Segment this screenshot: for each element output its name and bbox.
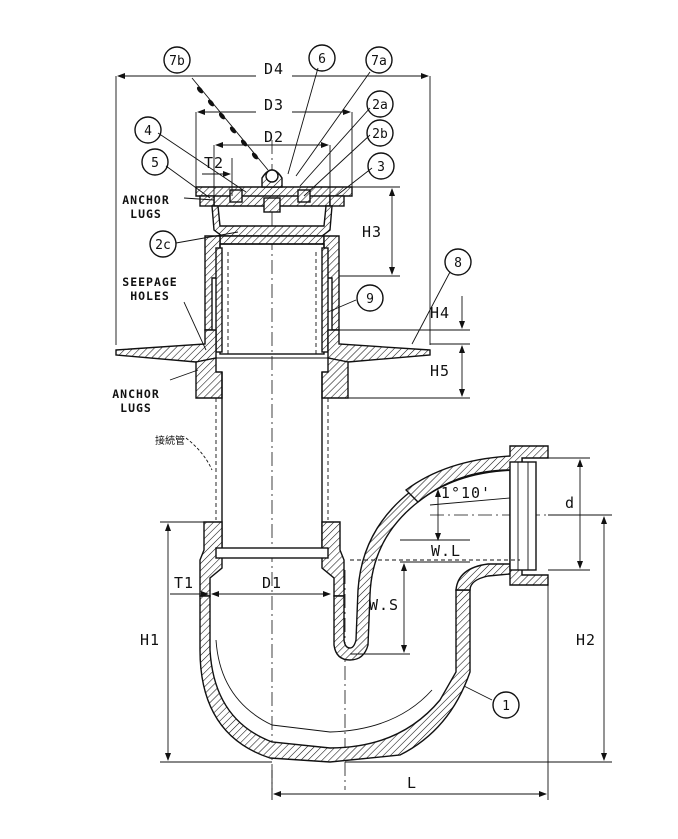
label-ws: W.S	[369, 596, 399, 614]
floor-flange	[115, 329, 431, 399]
dimension-labels: D4 D3 D2 T2 H3 H4 H5 H1 T1 D1 H2 d L W.S…	[140, 60, 596, 792]
svg-text:4: 4	[144, 124, 152, 139]
label-h4: H4	[430, 304, 450, 322]
note-connecting-pipe: 接続管	[155, 434, 185, 447]
vertical-pipe	[215, 372, 329, 548]
label-d4: D4	[264, 60, 284, 78]
inner-sleeve	[215, 243, 329, 355]
svg-text:2a: 2a	[372, 98, 388, 113]
balloon-1: 1	[492, 691, 520, 719]
svg-text:5: 5	[151, 156, 159, 171]
label-wl: W.L	[431, 542, 461, 560]
trap-body	[199, 445, 549, 763]
balloon-7b: 7b	[163, 46, 191, 74]
svg-text:6: 6	[318, 52, 326, 67]
balloon-7a: 7a	[365, 46, 393, 74]
note-anchor-lugs-bottom: ANCHOR	[112, 387, 160, 401]
svg-text:1: 1	[502, 699, 510, 714]
label-angle: 1°10'	[441, 484, 491, 502]
note-seepage-holes-2: HOLES	[130, 289, 170, 303]
balloon-3: 3	[367, 152, 395, 180]
balloon-5: 5	[141, 148, 169, 176]
balloon-2c: 2c	[149, 230, 177, 258]
label-h2: H2	[576, 631, 596, 649]
label-h1: H1	[140, 631, 160, 649]
note-anchor-lugs-top: ANCHOR	[122, 193, 170, 207]
svg-text:7b: 7b	[169, 54, 185, 69]
leaders	[157, 67, 493, 701]
label-t2: T2	[204, 154, 224, 172]
notes: ANCHOR LUGS SEEPAGE HOLES ANCHOR LUGS 接続…	[112, 193, 185, 447]
label-d2: D2	[264, 128, 284, 146]
grate-assembly	[195, 169, 353, 331]
dimension-lines	[115, 73, 612, 800]
label-d: d	[565, 494, 575, 512]
balloon-6: 6	[308, 44, 336, 72]
svg-text:2b: 2b	[372, 127, 388, 142]
balloon-8: 8	[444, 248, 472, 276]
svg-text:7a: 7a	[371, 54, 387, 69]
label-l: L	[407, 774, 417, 792]
svg-text:2c: 2c	[155, 238, 171, 253]
label-h3: H3	[362, 223, 382, 241]
label-d3: D3	[264, 96, 284, 114]
svg-text:3: 3	[377, 160, 385, 175]
note-anchor-lugs-top-2: LUGS	[130, 207, 162, 221]
note-anchor-lugs-bottom-2: LUGS	[120, 401, 152, 415]
note-seepage-holes: SEEPAGE	[122, 275, 177, 289]
balloon-4: 4	[134, 116, 162, 144]
label-h5: H5	[430, 362, 450, 380]
svg-text:9: 9	[366, 292, 374, 307]
label-d1: D1	[262, 574, 282, 592]
svg-text:8: 8	[454, 256, 462, 271]
balloon-2a: 2a	[366, 90, 394, 118]
label-t1: T1	[174, 574, 194, 592]
balloon-2b: 2b	[366, 119, 394, 147]
balloon-9: 9	[356, 284, 384, 312]
